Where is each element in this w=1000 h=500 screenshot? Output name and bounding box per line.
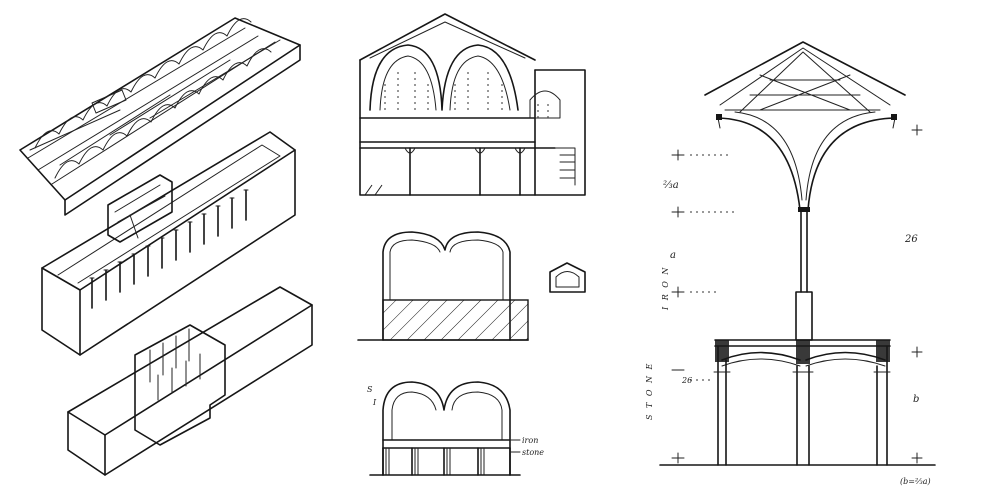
vaulted-roof-axonometric <box>19 17 301 216</box>
iron-umbrella-structure-elevation: S T O N E I R O N ⅔a a 26 26 b (b=⅔a) <box>645 41 936 486</box>
column-row <box>89 189 249 309</box>
umbrella-ribs <box>716 111 897 211</box>
b-label: b <box>913 394 919 405</box>
iron-column <box>795 207 813 341</box>
rib-end-left <box>716 114 722 120</box>
stone-arcade <box>659 339 936 466</box>
hatched-base <box>382 299 529 341</box>
s-mark: S <box>367 385 373 394</box>
double-vault-hall-section <box>359 13 586 196</box>
walls-with-columns-axonometric <box>41 131 296 356</box>
dimension-label: 26 <box>681 376 692 385</box>
scale-label: (b=⅔a) <box>900 477 931 486</box>
capital-center <box>796 340 810 364</box>
solid-base-vault-section <box>357 231 586 341</box>
stone-vertical-label: S T O N E <box>645 362 654 420</box>
pyramidal-roof <box>704 41 906 113</box>
dimension-marks <box>671 124 923 464</box>
capital-left <box>715 340 729 362</box>
section-drawings: iron stone S I <box>357 13 586 476</box>
iron-stone-section: iron stone S I <box>367 381 544 476</box>
stone-label: stone <box>522 448 544 457</box>
column-collar <box>798 207 810 212</box>
iron-vertical-label: I R O N <box>661 266 670 311</box>
iron-label: iron <box>522 436 538 445</box>
i-mark: I <box>372 398 377 407</box>
svg-text:I R O N: I R O N <box>661 266 670 311</box>
svg-text:S T O N E: S T O N E <box>645 362 654 420</box>
exploded-axonometric <box>19 17 313 476</box>
capital-right <box>876 340 890 362</box>
height-label: 26 <box>904 234 918 245</box>
solid-base-axonometric <box>67 286 313 476</box>
a-label: a <box>670 250 676 261</box>
rib-end-right <box>891 114 897 120</box>
fraction-label: ⅔a <box>663 180 679 191</box>
